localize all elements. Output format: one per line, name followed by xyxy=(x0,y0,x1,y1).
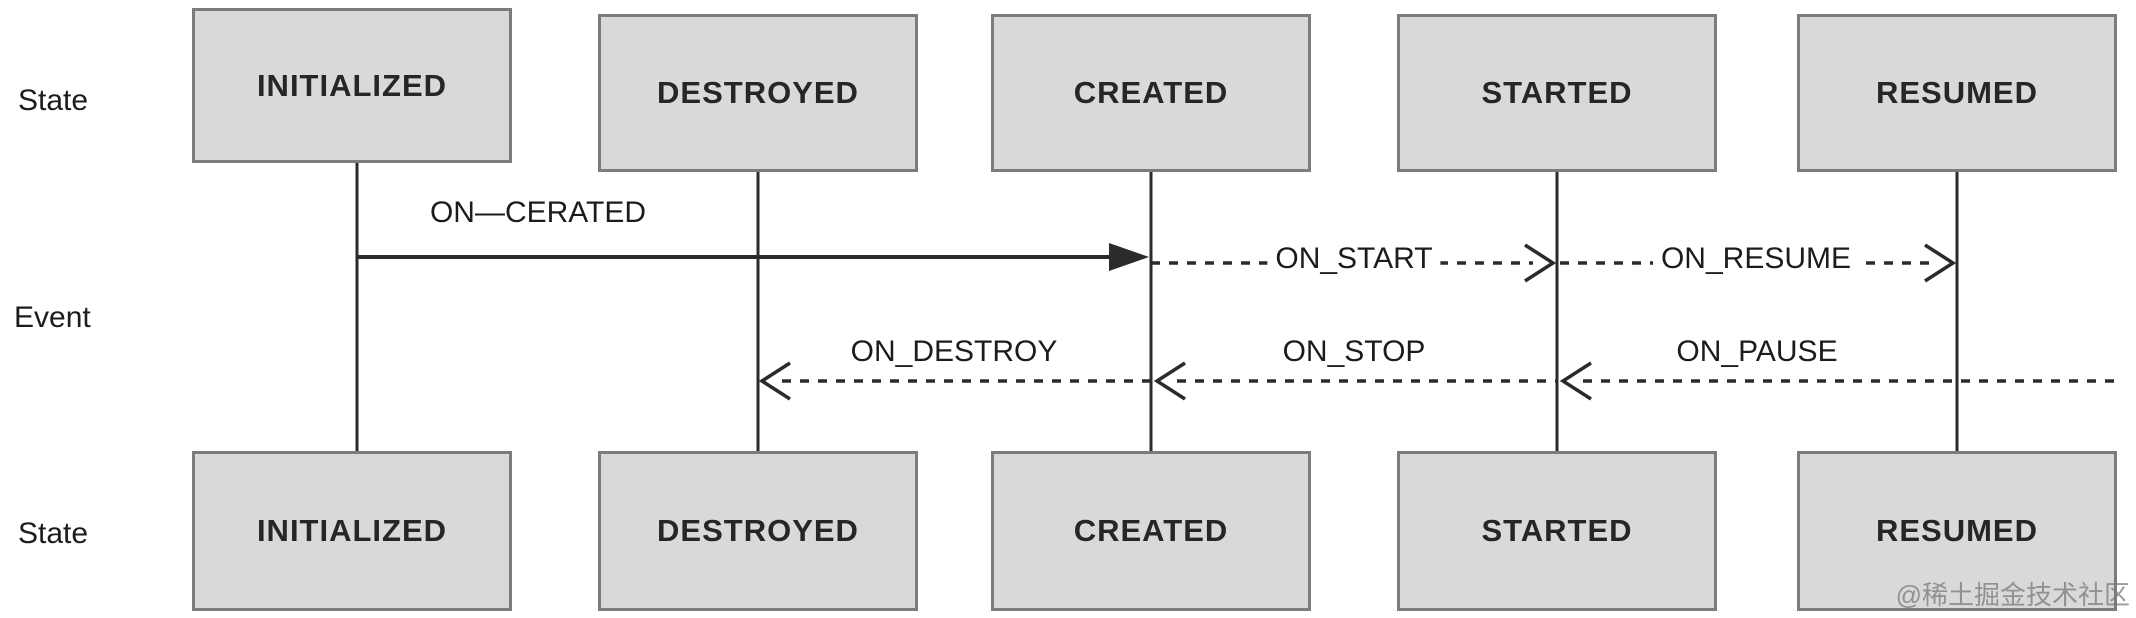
event-label-on-start: ON_START xyxy=(1267,242,1441,276)
state-box-top-initialized: INITIALIZED xyxy=(192,8,512,163)
arrow-on-start-head xyxy=(1524,243,1557,283)
state-box-bottom-initialized: INITIALIZED xyxy=(192,451,512,611)
state-box-bottom-created: CREATED xyxy=(991,451,1311,611)
state-box-top-destroyed: DESTROYED xyxy=(598,14,918,172)
arrow-on-created-head xyxy=(1109,243,1149,271)
event-label-on-resume: ON_RESUME xyxy=(1652,242,1860,276)
lane-label-state-top: State xyxy=(18,84,89,117)
state-box-top-resumed: RESUMED xyxy=(1797,14,2117,172)
event-label-on-destroy: ON_DESTROY xyxy=(850,335,1058,368)
arrow-on-resume-head xyxy=(1924,243,1957,283)
arrow-on-pause-head xyxy=(1559,361,1592,401)
event-label-on-stop: ON_STOP xyxy=(1282,335,1426,368)
state-box-bottom-destroyed: DESTROYED xyxy=(598,451,918,611)
watermark-text: @稀土掘金技术社区 xyxy=(1895,580,2130,610)
state-box-top-started: STARTED xyxy=(1397,14,1717,172)
state-box-bottom-started: STARTED xyxy=(1397,451,1717,611)
state-box-bottom-resumed: RESUMED xyxy=(1797,451,2117,611)
arrow-on-destroy-head xyxy=(758,361,791,401)
event-label-on-created: ON—CERATED xyxy=(429,196,647,229)
lane-label-event: Event xyxy=(14,301,91,334)
arrow-on-stop-head xyxy=(1153,361,1186,401)
state-box-top-created: CREATED xyxy=(991,14,1311,172)
lane-label-state-bottom: State xyxy=(18,517,89,550)
event-label-on-pause: ON_PAUSE xyxy=(1676,335,1838,368)
